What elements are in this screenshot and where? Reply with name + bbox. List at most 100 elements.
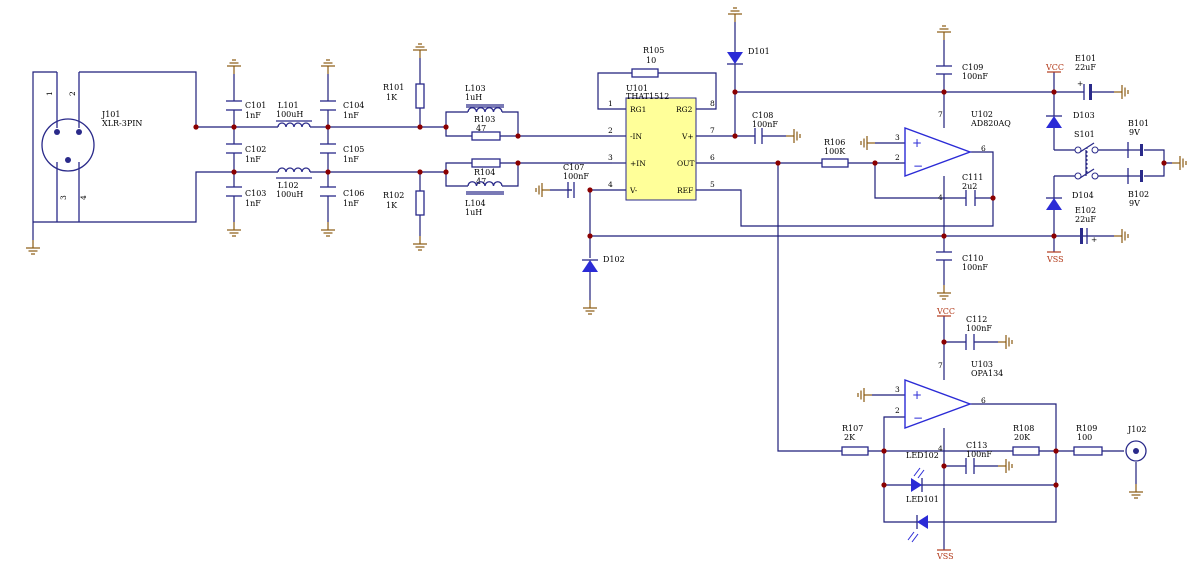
svg-text:+: + — [1091, 235, 1097, 244]
l103-ref: L103 — [465, 84, 486, 93]
l101-ref: L101 — [278, 101, 299, 110]
u101-pn4: 4 — [608, 180, 613, 189]
svg-text:−: − — [913, 159, 923, 173]
u101-pn2: 2 — [608, 126, 613, 135]
l104-value: 1uH — [465, 208, 482, 217]
opamp-u103: VCC VSS + − U103 OPA134 3 2 6 7 4 C112 1… — [841, 307, 1147, 561]
svg-text:−: − — [913, 411, 923, 425]
d102-ref: D102 — [603, 255, 625, 264]
u103-pn7: 7 — [938, 361, 943, 370]
c101-ref: C101 — [245, 101, 266, 110]
s101-ref: S101 — [1074, 130, 1095, 139]
u103-ref: U103 — [971, 360, 993, 369]
input-network: L103 1uH R103 47 R104 47 L104 1uH — [465, 84, 504, 217]
u101-pin-inp: +IN — [630, 159, 646, 168]
u101-ref: U101 — [626, 84, 648, 93]
r109-value: 100 — [1077, 433, 1092, 442]
j102-ref: J102 — [1127, 425, 1146, 434]
r103-ref: R103 — [474, 115, 495, 124]
r102-ref: R102 — [383, 191, 404, 200]
r101-ref: R101 — [383, 83, 404, 92]
r107-ref: R107 — [842, 424, 863, 433]
b101-value: 9V — [1129, 128, 1140, 137]
r106-value: 100K — [824, 147, 846, 156]
connector-j101: 1 2 3 4 J101 XLR-3PIN — [25, 72, 142, 255]
u101-pin-ref: REF — [677, 186, 693, 195]
u101-part: THAT1512 — [626, 92, 669, 101]
j101-pin1: 1 — [45, 91, 54, 96]
svg-text:+: + — [1077, 79, 1083, 88]
c101-value: 1nF — [245, 111, 261, 120]
vss-label-top: VSS — [1046, 255, 1064, 264]
c113-value: 100nF — [966, 450, 992, 459]
c102-ref: C102 — [245, 145, 266, 154]
c106-value: 1nF — [343, 199, 359, 208]
u102-ref: U102 — [971, 110, 993, 119]
c112-value: 100nF — [966, 324, 992, 333]
c105-value: 1nF — [343, 155, 359, 164]
l101-value: 100uH — [276, 110, 303, 119]
u101-pn8: 8 — [710, 99, 715, 108]
b102-value: 9V — [1129, 199, 1140, 208]
b102-ref: B102 — [1128, 190, 1149, 199]
d101-ref: D101 — [748, 47, 770, 56]
c107-ref: C107 — [563, 163, 584, 172]
vcc-label-top: VCC — [1045, 63, 1064, 72]
c109-value: 100nF — [962, 72, 988, 81]
l103-value: 1uH — [465, 93, 482, 102]
e102-value: 22uF — [1075, 215, 1096, 224]
led102-ref: LED102 — [906, 451, 939, 460]
e101-ref: E101 — [1075, 54, 1096, 63]
e101-value: 22uF — [1075, 63, 1096, 72]
u102-pn4: 4 — [938, 193, 943, 202]
u103-pn6: 6 — [981, 396, 986, 405]
junctions — [193, 89, 1167, 488]
c109-ref: C109 — [962, 63, 983, 72]
j101-pin3: 3 — [59, 195, 68, 200]
j101-ref: J101 — [101, 110, 120, 119]
d104-ref: D104 — [1072, 191, 1094, 200]
c103-ref: C103 — [245, 189, 266, 198]
svg-text:+: + — [912, 388, 922, 402]
u103-pn2: 2 — [895, 406, 900, 415]
c102-value: 1nF — [245, 155, 261, 164]
r108-ref: R108 — [1013, 424, 1034, 433]
u102-pn6: 6 — [981, 144, 986, 153]
c104-ref: C104 — [343, 101, 364, 110]
j101-pin2: 2 — [68, 91, 77, 96]
u101-pn6: 6 — [710, 153, 715, 162]
c110-value: 100nF — [962, 263, 988, 272]
u101-pin-vm: V- — [629, 186, 638, 195]
u103-pn4: 4 — [938, 444, 943, 453]
resistors-r101-r102: R101 1K R102 1K — [383, 43, 428, 251]
u101-pn5: 5 — [710, 180, 715, 189]
u102-pn7: 7 — [938, 110, 943, 119]
c112-ref: C112 — [966, 315, 987, 324]
r106-ref: R106 — [824, 138, 845, 147]
l102-ref: L102 — [278, 181, 299, 190]
e102-ref: E102 — [1075, 206, 1096, 215]
u101-peripherals: R105 10 C107 100nF C108 100nF D101 D102 — [535, 7, 801, 315]
u101-pin-out: OUT — [677, 159, 694, 168]
u101-pn3: 3 — [608, 153, 613, 162]
filter-capacitors: C101 1nF C102 1nF C103 1nF C104 1nF C105… — [226, 59, 364, 237]
u101-pin-vp: V+ — [681, 132, 694, 141]
u102-part: AD820AQ — [970, 119, 1011, 128]
r104-ref: R104 — [474, 168, 495, 177]
c113-ref: C113 — [966, 441, 987, 450]
c111-ref: C111 — [962, 173, 983, 182]
u103-part: OPA134 — [971, 369, 1003, 378]
led101-ref: LED101 — [906, 495, 939, 504]
c105-ref: C105 — [343, 145, 364, 154]
ic-u101: U101 THAT1512 RG1 RG2 -IN V+ +IN OUT V- … — [608, 84, 715, 201]
l104-ref: L104 — [465, 199, 486, 208]
power-supply: VCC VSS + E101 22uF + E102 22uF D103 D10… — [1045, 54, 1187, 264]
u101-pin-rg1: RG1 — [630, 105, 646, 114]
u101-pn7: 7 — [710, 126, 715, 135]
u101-pin-rg2: RG2 — [676, 105, 693, 114]
u102-pn2: 2 — [895, 153, 900, 162]
j101-pin4: 4 — [79, 195, 88, 200]
c110-ref: C110 — [962, 254, 983, 263]
wires — [32, 22, 1172, 550]
